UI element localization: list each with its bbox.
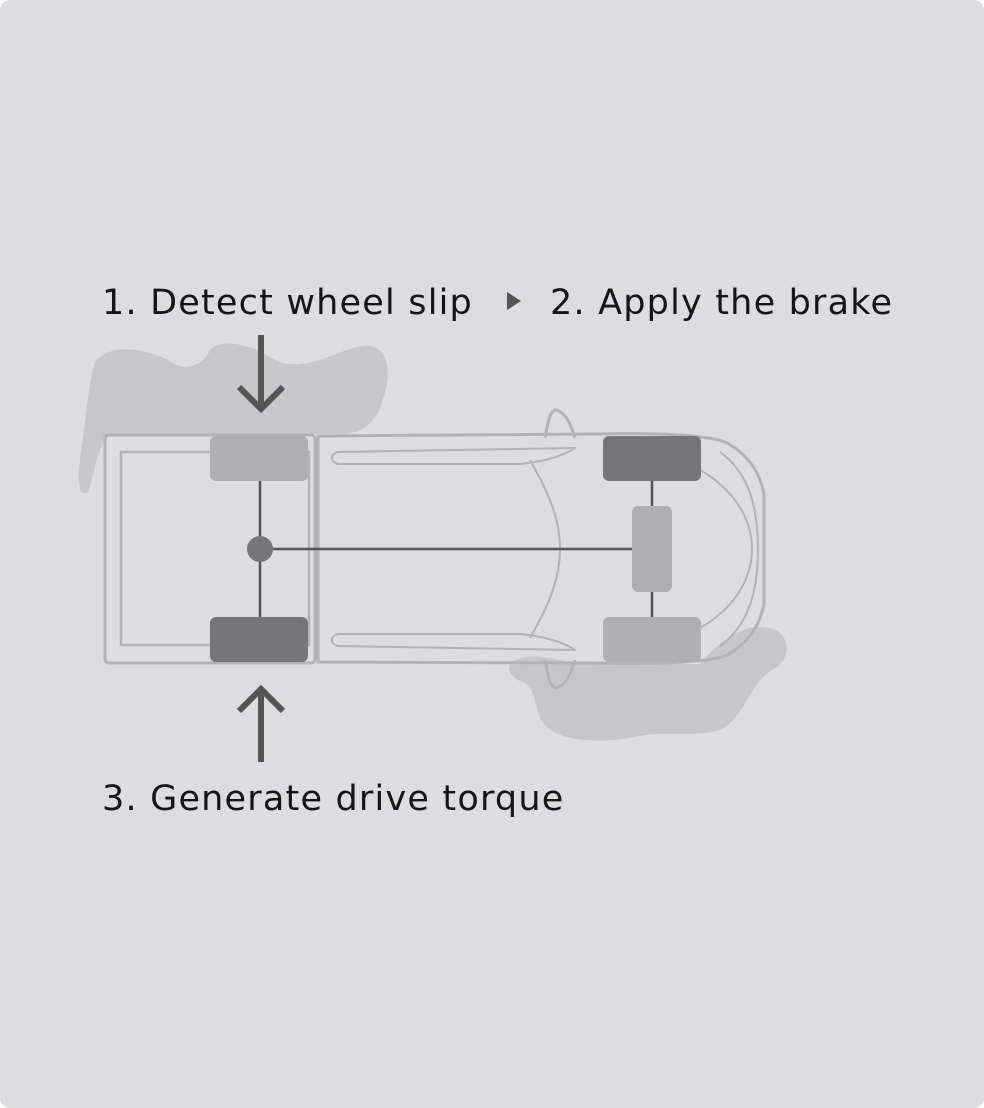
wheel-rear-left: [210, 436, 308, 481]
rear-differential: [247, 536, 273, 562]
slippery-surface-rear: [78, 343, 388, 494]
front-differential: [632, 506, 672, 592]
step-3-label: 3. Generate drive torque: [102, 779, 565, 819]
slippery-surface-front: [509, 626, 787, 741]
wheel-front-right: [603, 617, 701, 662]
truck-body: [316, 408, 766, 690]
step-2-label: 2. Apply the brake: [550, 283, 894, 323]
arrow-down-icon: [236, 335, 286, 414]
arrow-up-icon: [236, 684, 286, 762]
wheel-rear-right: [210, 617, 308, 662]
step-1-label: 1. Detect wheel slip: [102, 283, 473, 323]
wheel-front-left: [603, 436, 701, 481]
triangle-right-icon: [507, 292, 521, 310]
